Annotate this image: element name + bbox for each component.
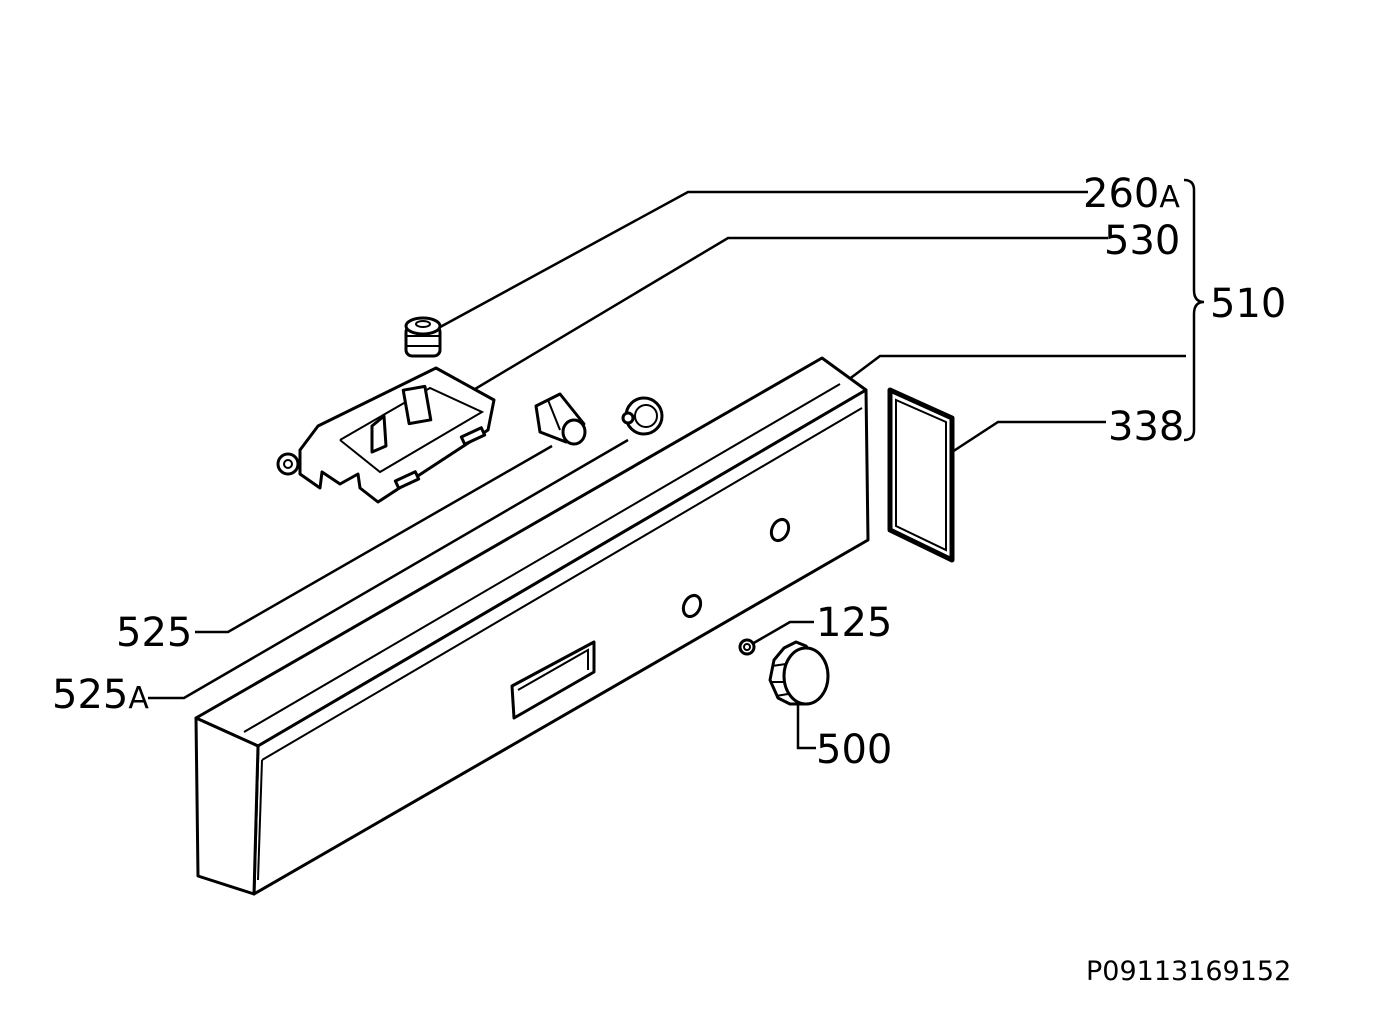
- leader-525: [195, 444, 553, 634]
- label-510: 510: [1210, 281, 1286, 327]
- label-500: 500: [816, 727, 892, 773]
- drawing-code: P09113169152: [1086, 956, 1291, 987]
- display-window: [510, 640, 596, 720]
- bracket-510: [1183, 178, 1205, 442]
- label-125: 125: [816, 600, 892, 646]
- label-260a: 260A: [1083, 171, 1180, 217]
- button-holder-part: [276, 366, 496, 504]
- part-labels: 260A 530 510 338 525 525A 125 500: [52, 171, 1286, 773]
- leader-125: [751, 620, 814, 646]
- leader-260a: [419, 190, 1088, 340]
- leader-500: [796, 704, 816, 750]
- leader-510-panel: [847, 354, 1186, 381]
- leader-525a: [148, 438, 629, 700]
- push-button-part: [534, 392, 587, 446]
- label-530: 530: [1104, 218, 1180, 264]
- knob-hole-1: [681, 593, 703, 619]
- label-338: 338: [1108, 404, 1184, 450]
- label-525a: 525A: [52, 672, 149, 718]
- leader-530: [469, 236, 1108, 394]
- rotary-knob-part: [768, 640, 830, 706]
- leader-338: [951, 420, 1106, 454]
- label-525: 525: [116, 610, 192, 656]
- spring-part: [404, 316, 442, 358]
- knob-hole-2: [769, 517, 791, 543]
- leader-lines: [148, 190, 1186, 750]
- side-gasket-part: [887, 387, 955, 563]
- control-panel-part: [194, 356, 870, 896]
- nut-part: [738, 638, 756, 656]
- small-cap-part: [621, 396, 664, 436]
